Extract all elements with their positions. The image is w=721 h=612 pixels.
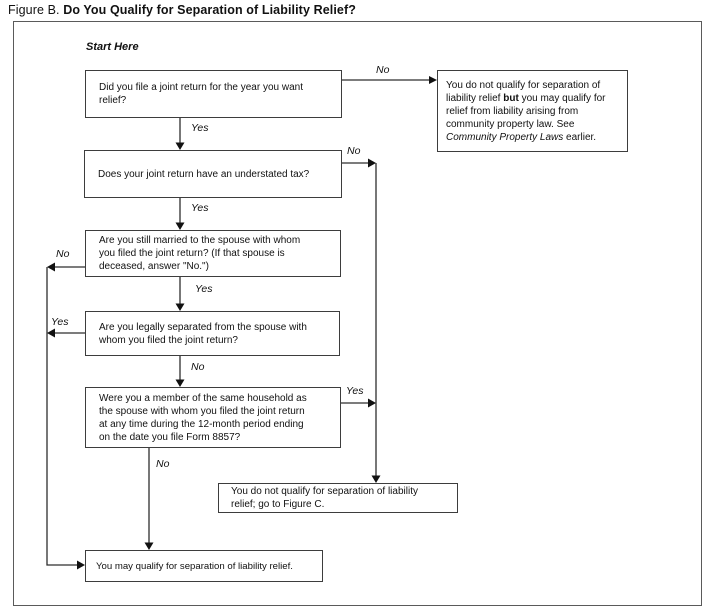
label-q4-yes: Yes: [51, 316, 69, 328]
label-q3-yes: Yes: [195, 283, 213, 295]
label-q5-yes: Yes: [346, 385, 364, 397]
arrowhead-q4-no: [175, 379, 185, 387]
arrowhead-q1-no: [429, 76, 437, 84]
arrowhead-q3-yes: [175, 303, 185, 311]
arrowhead-q5-no: [144, 542, 154, 550]
question-understated-tax: Does your joint return have an understat…: [84, 150, 342, 198]
community-text-part2: you may qualify for relief from liabilit…: [446, 92, 606, 130]
community-text-part1: You do not qualify for separation of lia…: [446, 79, 601, 104]
arrowhead-q2-yes: [175, 222, 185, 230]
arrowhead-may-qualify-left: [77, 560, 85, 570]
question-same-household: Were you a member of the same household …: [85, 387, 341, 448]
label-q2-yes: Yes: [191, 202, 209, 214]
outcome-figure-c: You do not qualify for separation of lia…: [218, 483, 458, 513]
outcome-may-qualify: You may qualify for separation of liabil…: [85, 550, 323, 582]
label-q1-no: No: [376, 64, 390, 76]
arrowhead-q2-no: [368, 158, 376, 168]
community-text-bold: but: [503, 92, 519, 104]
start-here-label: Start Here: [86, 41, 139, 53]
question-joint-return: Did you file a joint return for the year…: [85, 70, 342, 118]
question-legally-separated: Are you legally separated from the spous…: [85, 311, 340, 356]
connector-left-rail: [46, 267, 78, 566]
community-text-italic: Community Property Laws: [446, 131, 564, 143]
outcome-community-property-text: You do not qualify for separation of lia…: [446, 79, 623, 144]
label-q2-no: No: [347, 145, 361, 157]
figure-title-prefix: Figure B.: [8, 3, 64, 17]
label-q5-no: No: [156, 458, 170, 470]
arrowhead-figure-c: [371, 475, 381, 483]
community-text-part3: earlier.: [563, 131, 597, 143]
label-q1-yes: Yes: [191, 122, 209, 134]
arrowhead-q4-yes: [47, 328, 55, 338]
label-q4-no: No: [191, 361, 205, 373]
arrowhead-q3-no: [47, 262, 55, 272]
arrowhead-q5-yes: [368, 398, 376, 408]
figure-title: Figure B. Do You Qualify for Separation …: [8, 3, 356, 17]
arrowhead-q1-yes: [175, 142, 185, 150]
label-q3-no: No: [56, 248, 70, 260]
outcome-community-property: You do not qualify for separation of lia…: [437, 70, 628, 152]
question-still-married: Are you still married to the spouse with…: [85, 230, 341, 277]
figure-title-main: Do You Qualify for Separation of Liabili…: [63, 3, 356, 17]
